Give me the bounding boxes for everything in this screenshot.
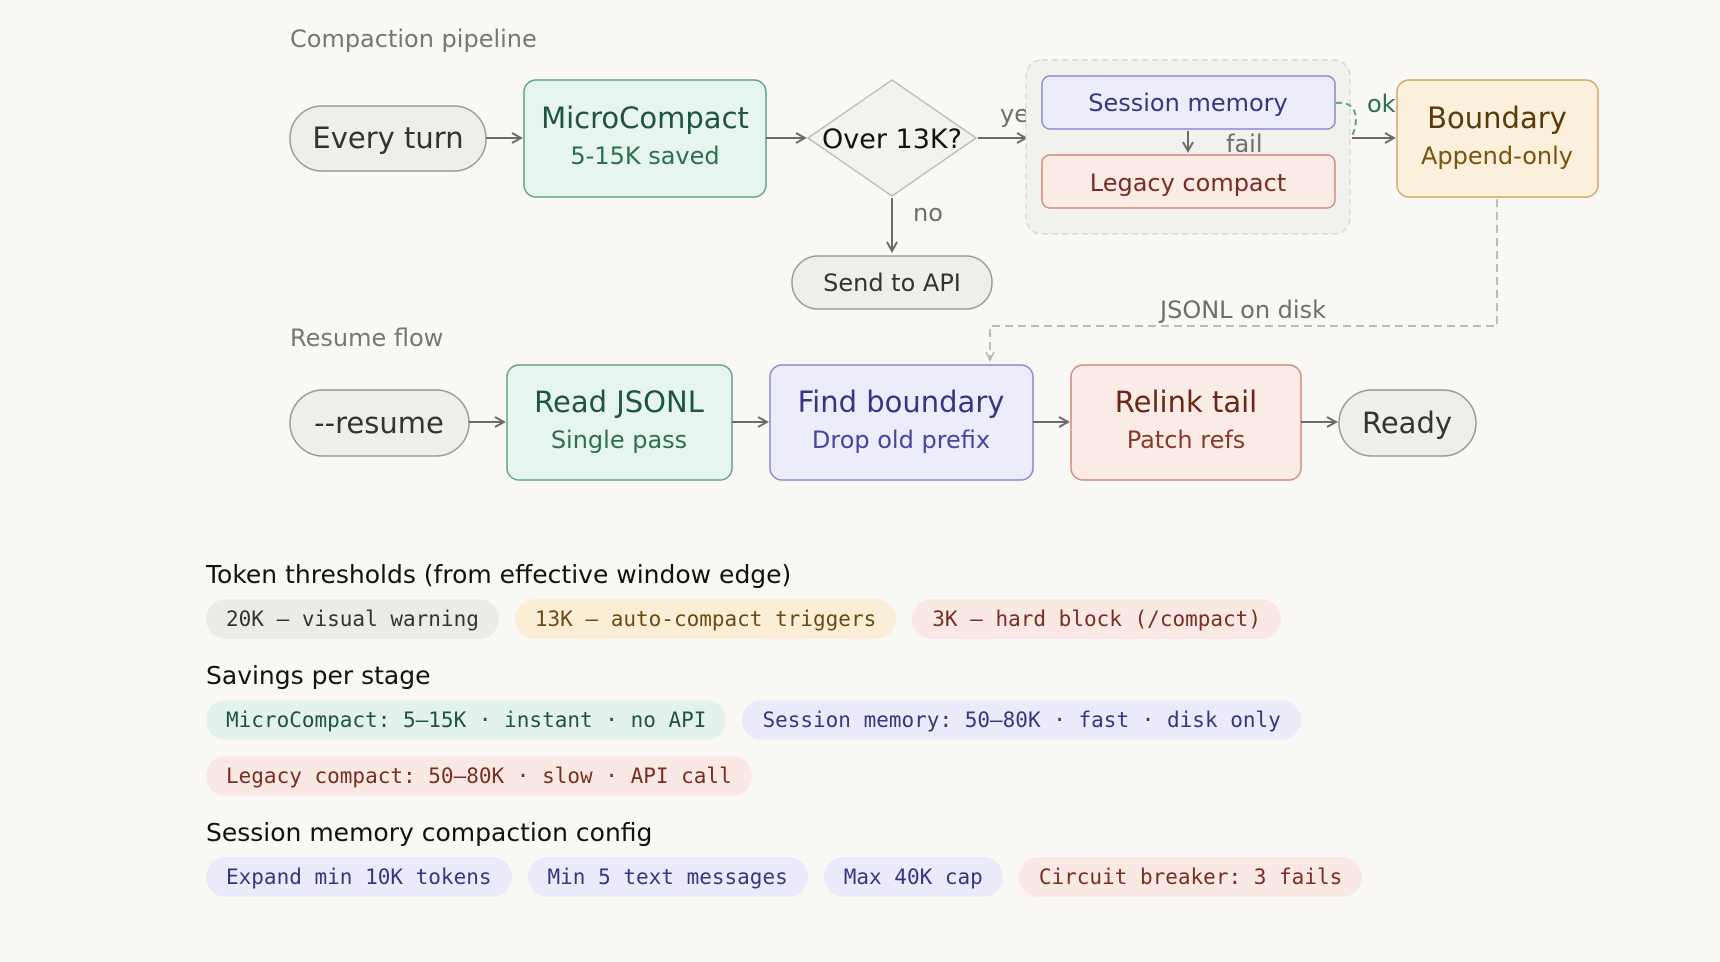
node-legacy-compact: Legacy compact bbox=[1041, 154, 1336, 209]
node-every-turn: Every turn bbox=[289, 105, 487, 172]
node-over-13k-label: Over 13K? bbox=[822, 124, 962, 155]
edge-label-no: no bbox=[913, 199, 943, 227]
edge-label-fail: fail bbox=[1226, 130, 1263, 158]
node-relink-tail-title: Relink tail bbox=[1115, 385, 1257, 419]
node-microcompact-title: MicroCompact bbox=[541, 101, 749, 135]
legend: Token thresholds (from effective window … bbox=[206, 560, 1646, 919]
node-read-jsonl-sub: Single pass bbox=[551, 426, 687, 454]
thresholds-row: 20K — visual warning 13K — auto-compact … bbox=[206, 599, 1646, 639]
node-read-jsonl: Read JSONL Single pass bbox=[506, 364, 733, 481]
config-chip-expand-min: Expand min 10K tokens bbox=[206, 857, 512, 897]
node-read-jsonl-title: Read JSONL bbox=[534, 385, 704, 419]
threshold-chip-20k: 20K — visual warning bbox=[206, 599, 499, 639]
node-session-memory-label: Session memory bbox=[1088, 89, 1287, 117]
config-row: Expand min 10K tokens Min 5 text message… bbox=[206, 857, 1646, 897]
node-ready: Ready bbox=[1338, 389, 1477, 457]
node-find-boundary: Find boundary Drop old prefix bbox=[769, 364, 1034, 481]
config-chip-min-messages: Min 5 text messages bbox=[527, 857, 808, 897]
config-title: Session memory compaction config bbox=[206, 818, 653, 847]
thresholds-title: Token thresholds (from effective window … bbox=[206, 560, 792, 589]
threshold-chip-13k: 13K — auto-compact triggers bbox=[514, 599, 897, 639]
config-chip-max-cap: Max 40K cap bbox=[823, 857, 1003, 897]
node-relink-tail-sub: Patch refs bbox=[1127, 426, 1246, 454]
savings-row: MicroCompact: 5–15K · instant · no API S… bbox=[206, 700, 1646, 796]
compaction-pipeline-label: Compaction pipeline bbox=[290, 25, 537, 53]
edge-label-ok: ok bbox=[1367, 90, 1396, 118]
config-chip-circuit-breaker: Circuit breaker: 3 fails bbox=[1018, 857, 1363, 897]
savings-chip-microcompact: MicroCompact: 5–15K · instant · no API bbox=[206, 700, 727, 740]
node-microcompact-sub: 5-15K saved bbox=[570, 142, 719, 170]
node-send-to-api: Send to API bbox=[791, 255, 993, 310]
node-ready-label: Ready bbox=[1362, 406, 1452, 440]
savings-chip-session-memory: Session memory: 50–80K · fast · disk onl… bbox=[742, 700, 1301, 740]
node-find-boundary-title: Find boundary bbox=[798, 385, 1005, 419]
node-microcompact: MicroCompact 5-15K saved bbox=[523, 79, 767, 198]
flow-diagram: Compaction pipeline Resume flow Every tu… bbox=[289, 25, 1599, 481]
node-boundary: Boundary Append-only bbox=[1396, 79, 1599, 198]
node-legacy-compact-label: Legacy compact bbox=[1090, 169, 1287, 197]
node-relink-tail: Relink tail Patch refs bbox=[1070, 364, 1302, 481]
compaction-group: Session memory fail Legacy compact bbox=[1025, 59, 1351, 235]
resume-flow-label: Resume flow bbox=[290, 324, 443, 352]
edge-session-ok bbox=[1335, 101, 1357, 137]
savings-chip-legacy-compact: Legacy compact: 50–80K · slow · API call bbox=[206, 756, 752, 796]
node-send-to-api-label: Send to API bbox=[823, 269, 961, 297]
node-boundary-sub: Append-only bbox=[1421, 142, 1573, 170]
threshold-chip-3k: 3K — hard block (/compact) bbox=[912, 599, 1281, 639]
node-every-turn-label: Every turn bbox=[312, 121, 463, 155]
node-resume: --resume bbox=[289, 389, 470, 457]
node-resume-label: --resume bbox=[314, 406, 444, 440]
node-boundary-title: Boundary bbox=[1427, 101, 1567, 135]
edge-label-jsonl-on-disk: JSONL on disk bbox=[1158, 296, 1326, 324]
node-session-memory: Session memory bbox=[1041, 75, 1336, 130]
edge-boundary-to-resume bbox=[985, 199, 1498, 362]
node-find-boundary-sub: Drop old prefix bbox=[812, 426, 990, 454]
savings-title: Savings per stage bbox=[206, 661, 431, 690]
node-over-13k-decision: Over 13K? bbox=[806, 79, 978, 197]
